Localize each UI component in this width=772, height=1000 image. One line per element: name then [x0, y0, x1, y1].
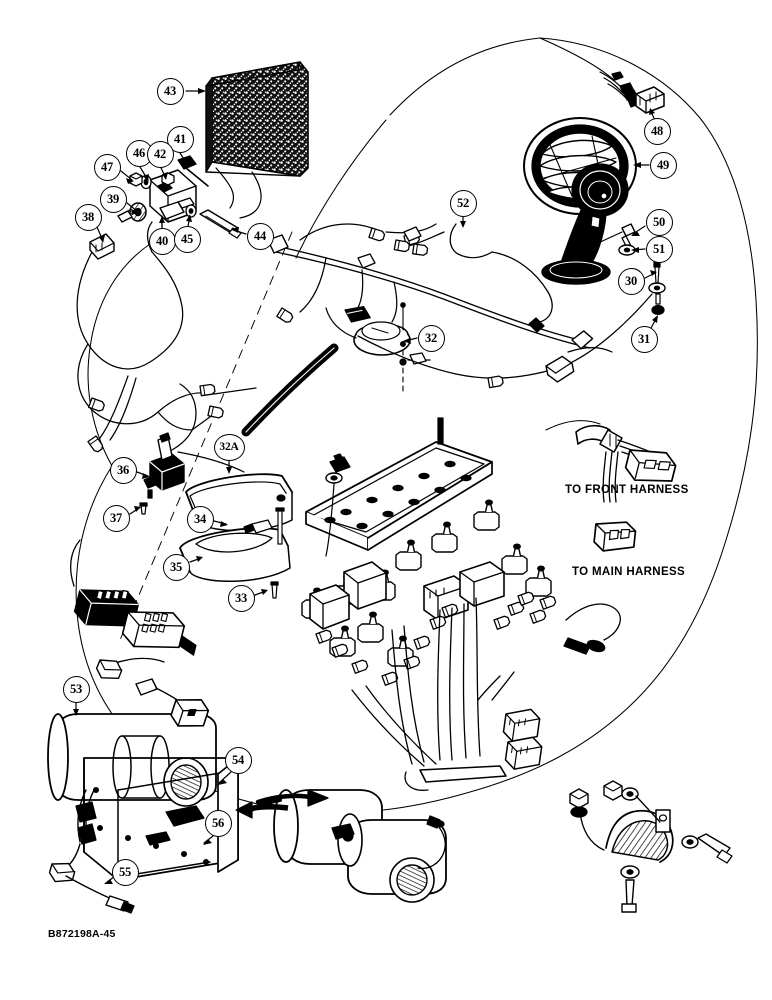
callout-38: 38 — [74, 203, 102, 231]
callout-32A: 32A — [213, 433, 245, 461]
callout-31: 31 — [630, 325, 658, 353]
callout-48: 48 — [643, 117, 671, 145]
figure-caption: B872198A-45 — [48, 928, 116, 940]
callout-35: 35 — [162, 553, 190, 581]
callout-54: 54 — [224, 746, 252, 774]
label-front-harness: TO FRONT HARNESS — [565, 484, 689, 496]
callout-52: 52 — [449, 189, 477, 217]
callout-34: 34 — [186, 505, 214, 533]
callout-56: 56 — [204, 809, 232, 837]
callout-43: 43 — [156, 77, 184, 105]
callout-44: 44 — [246, 222, 274, 250]
callout-53: 53 — [62, 675, 90, 703]
callout-50: 50 — [645, 208, 673, 236]
callout-42: 42 — [146, 140, 174, 168]
callout-30: 30 — [617, 267, 645, 295]
callout-36: 36 — [109, 456, 137, 484]
callout-45: 45 — [173, 225, 201, 253]
callout-49: 49 — [649, 151, 677, 179]
label-main-harness: TO MAIN HARNESS — [572, 566, 686, 578]
callout-33: 33 — [227, 584, 255, 612]
callout-51: 51 — [645, 235, 673, 263]
callout-32: 32 — [417, 324, 445, 352]
callout-39: 39 — [99, 185, 127, 213]
callout-37: 37 — [102, 504, 130, 532]
callout-55: 55 — [111, 858, 139, 886]
callout-40: 40 — [148, 227, 176, 255]
callout-47: 47 — [93, 153, 121, 181]
